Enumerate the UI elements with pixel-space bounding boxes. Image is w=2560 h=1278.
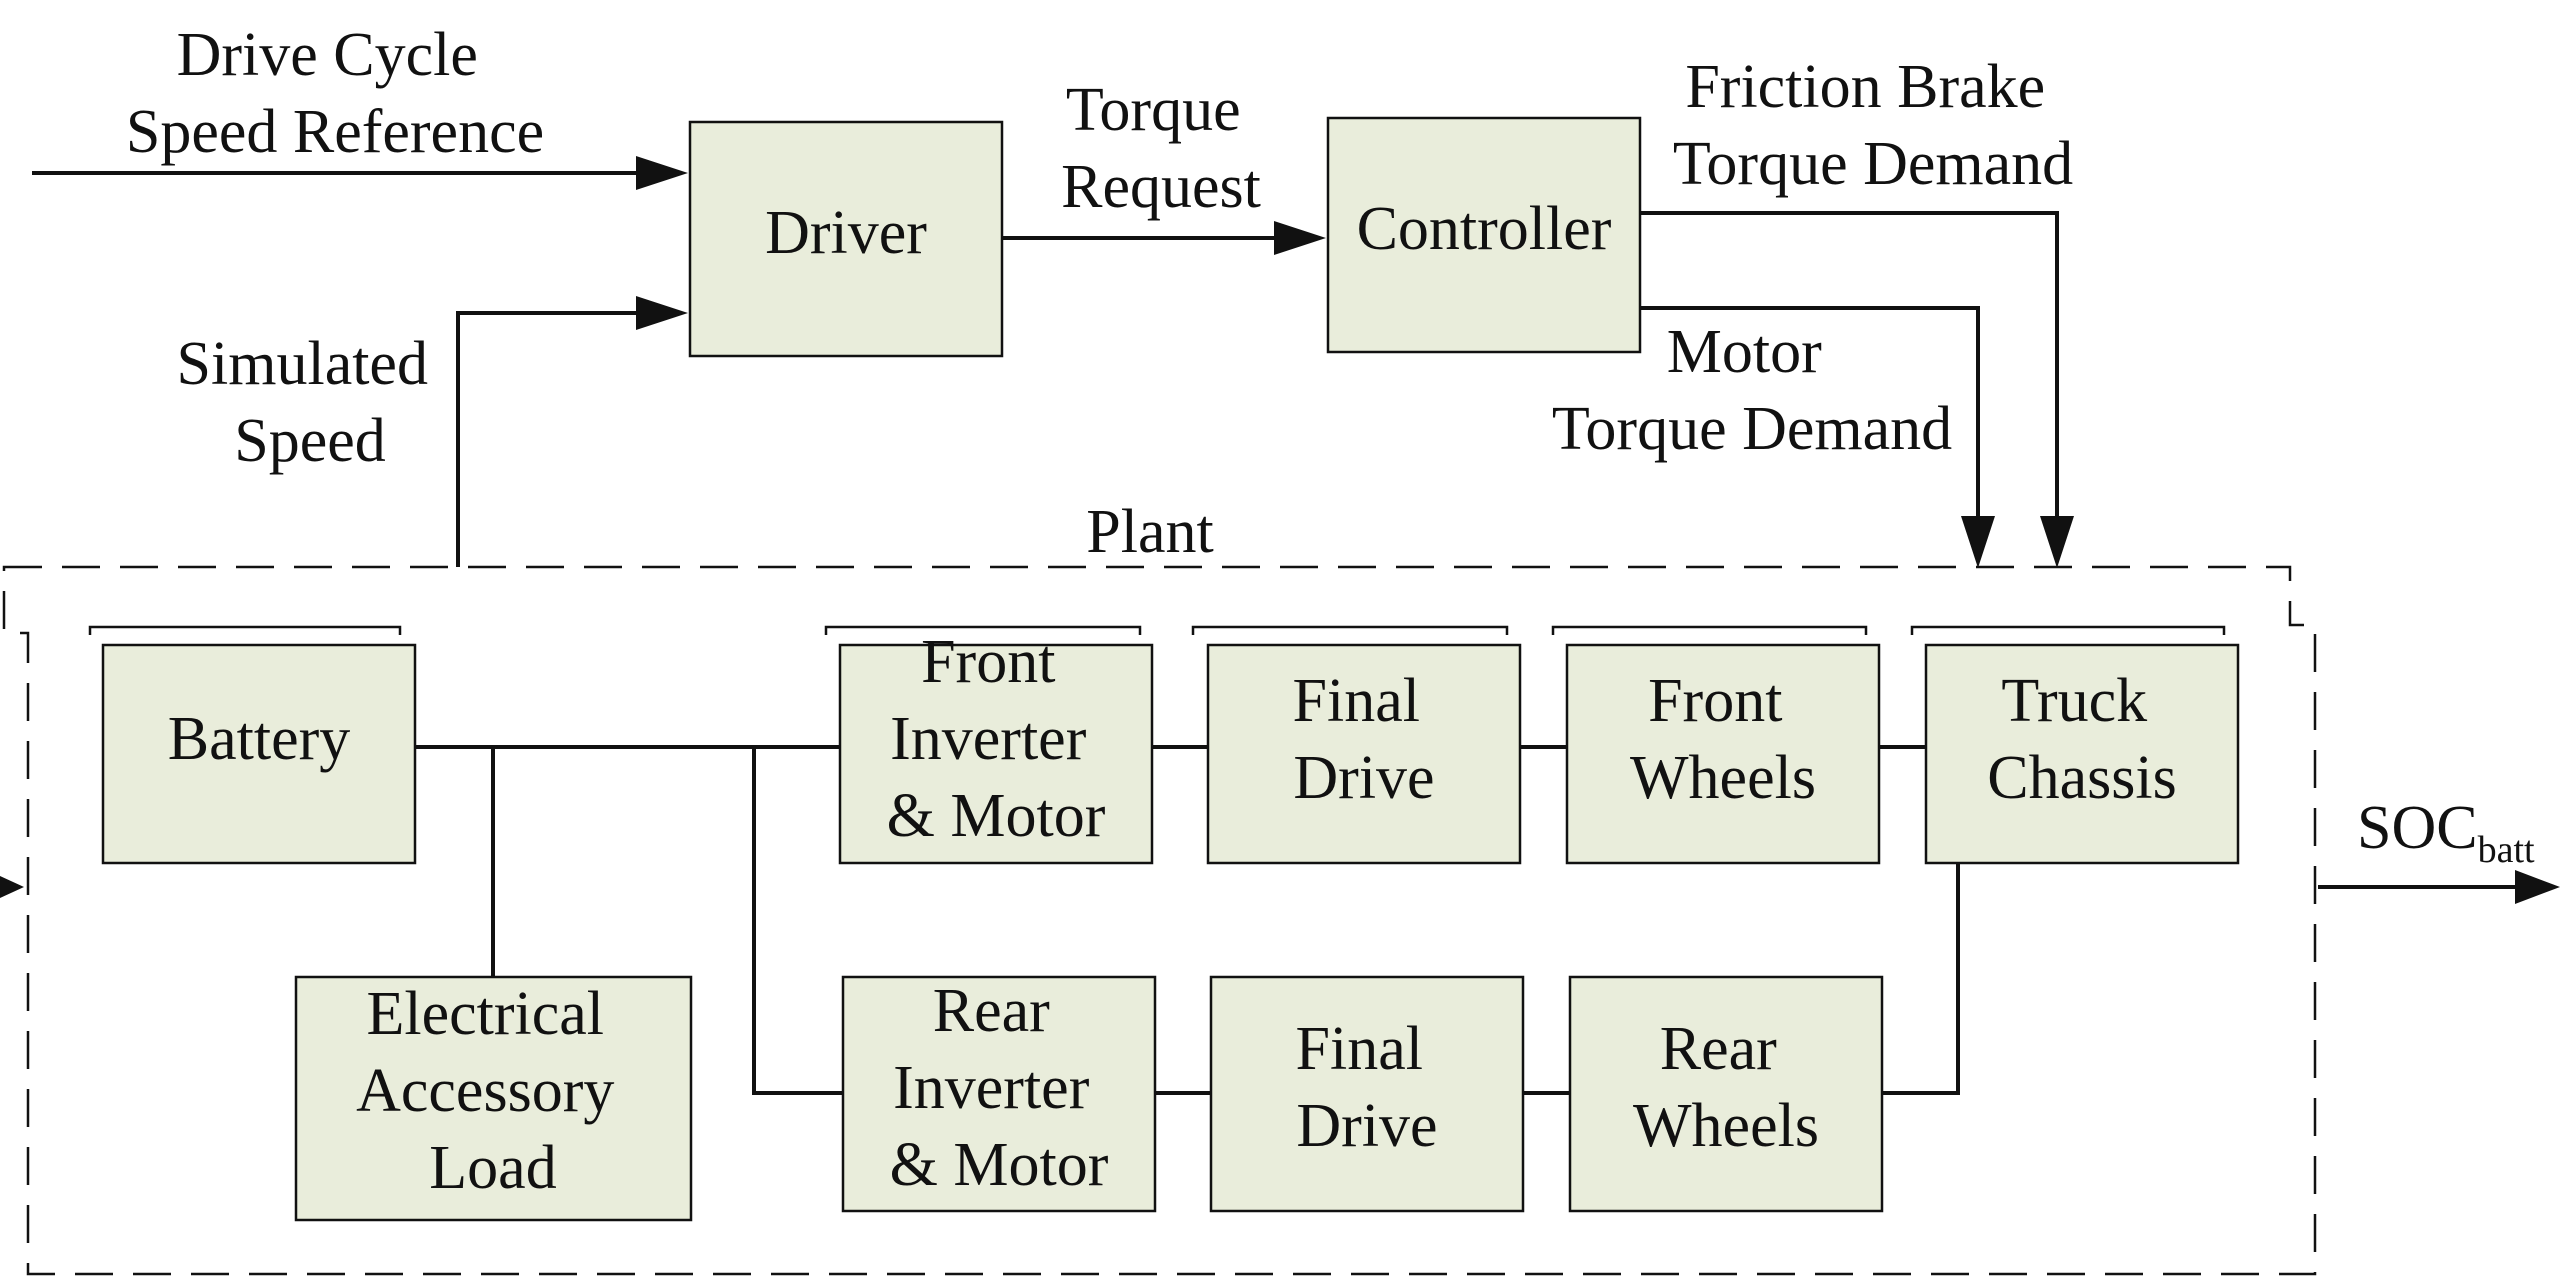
- front-wheels-block: Front Wheels: [1551, 625, 1881, 865]
- rear-branch: [752, 747, 843, 1095]
- friction-brake-label: Friction Brake Torque Demand: [1673, 53, 2073, 198]
- rear-inverter-motor-block: Rear Inverter & Motor: [841, 975, 1157, 1213]
- battery-label: Battery: [168, 705, 351, 773]
- friction-brake-arrow: [1640, 211, 2074, 568]
- accessory-load-label: Electrical Accessory Load: [356, 980, 630, 1202]
- front-inverter-motor-label: Front Inverter & Motor: [887, 628, 1106, 850]
- front-inverter-motor-block: Front Inverter & Motor: [824, 625, 1154, 865]
- battery-block: Battery: [88, 625, 417, 865]
- soc-subscript: batt: [2478, 829, 2535, 871]
- front-final-drive-block: Final Drive: [1191, 625, 1522, 865]
- torque-request-label: Torque Request: [1061, 76, 1261, 221]
- rear-final-drive-label: Final Drive: [1296, 1015, 1439, 1160]
- front-wheels-label: Front Wheels: [1630, 667, 1816, 812]
- truck-chassis-label: Truck Chassis: [1987, 667, 2176, 812]
- simulated-speed-label: Simulated Speed: [177, 330, 444, 475]
- soc-label: SOCbatt: [2357, 794, 2535, 871]
- rear-inverter-motor-label: Rear Inverter & Motor: [890, 977, 1109, 1199]
- controller-label: Controller: [1357, 195, 1612, 263]
- driver-block: Driver: [688, 120, 1004, 358]
- drive-cycle-arrow: [32, 156, 688, 190]
- driver-label: Driver: [765, 199, 927, 267]
- motor-torque-arrow: [1640, 306, 1995, 568]
- motor-torque-label: Motor Torque Demand: [1552, 318, 1952, 463]
- drive-cycle-label: Drive Cycle Speed Reference: [126, 21, 544, 166]
- torque-request-arrow: [1002, 221, 1326, 255]
- rear-final-drive-block: Final Drive: [1209, 975, 1525, 1213]
- rear-to-chassis: [1882, 863, 1960, 1095]
- truck-chassis-block: Truck Chassis: [1910, 625, 2240, 865]
- controller-block: Controller: [1326, 116, 1642, 354]
- plant-label: Plant: [1086, 498, 1213, 566]
- left-input-arrow: [0, 876, 24, 898]
- rear-wheels-block: Rear Wheels: [1568, 975, 1884, 1213]
- accessory-load-block: Electrical Accessory Load: [294, 975, 693, 1222]
- simulated-speed-arrow: [456, 296, 688, 567]
- front-final-drive-label: Final Drive: [1293, 667, 1436, 812]
- rear-wheels-label: Rear Wheels: [1633, 1015, 1819, 1160]
- plant-boundary: [2, 565, 2317, 1276]
- soc-output-arrow: [2318, 870, 2560, 904]
